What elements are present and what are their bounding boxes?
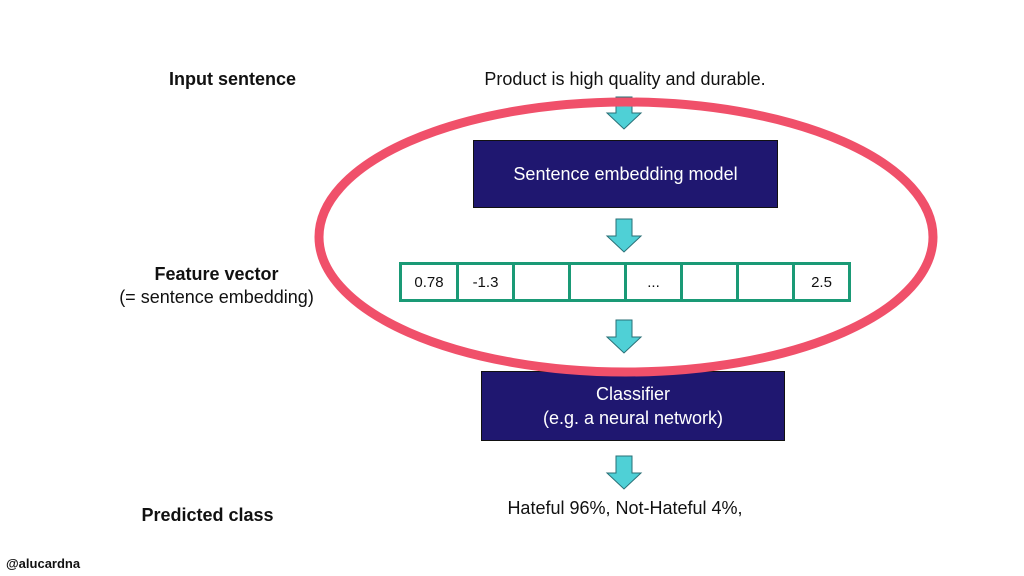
vector-cell [680,265,736,299]
down-arrow-icon [605,455,643,490]
feature-vector-title: Feature vector [154,264,279,284]
predicted-class-label: Predicted class [141,505,274,525]
vector-cell: ... [624,265,680,299]
classifier-subtitle: (e.g. a neural network) [542,408,724,428]
feature-vector-label: Feature vector (= sentence embedding) [94,264,339,308]
input-sentence-label: Input sentence [168,69,297,89]
input-sentence-text: Product is high quality and durable. [484,69,766,89]
feature-vector-subtitle: (= sentence embedding) [119,287,314,307]
vector-cell: 2.5 [792,265,848,299]
down-arrow-icon [605,319,643,354]
vector-cell [512,265,568,299]
author-handle: @alucardna [6,556,81,571]
down-arrow-icon [605,218,643,253]
down-arrow-icon [605,96,643,130]
vector-cell: -1.3 [456,265,512,299]
vector-cell [568,265,624,299]
feature-vector: 0.78 -1.3... 2.5 [399,262,851,302]
sentence-embedding-model-label: Sentence embedding model [513,163,738,184]
classifier-box: Classifier (e.g. a neural network) [481,371,785,441]
vector-cell [736,265,792,299]
vector-cell: 0.78 [414,273,444,291]
classifier-title: Classifier [595,383,670,404]
prediction-text: Hateful 96%, Not-Hateful 4%, [507,498,743,518]
sentence-embedding-model-box: Sentence embedding model [473,140,778,208]
